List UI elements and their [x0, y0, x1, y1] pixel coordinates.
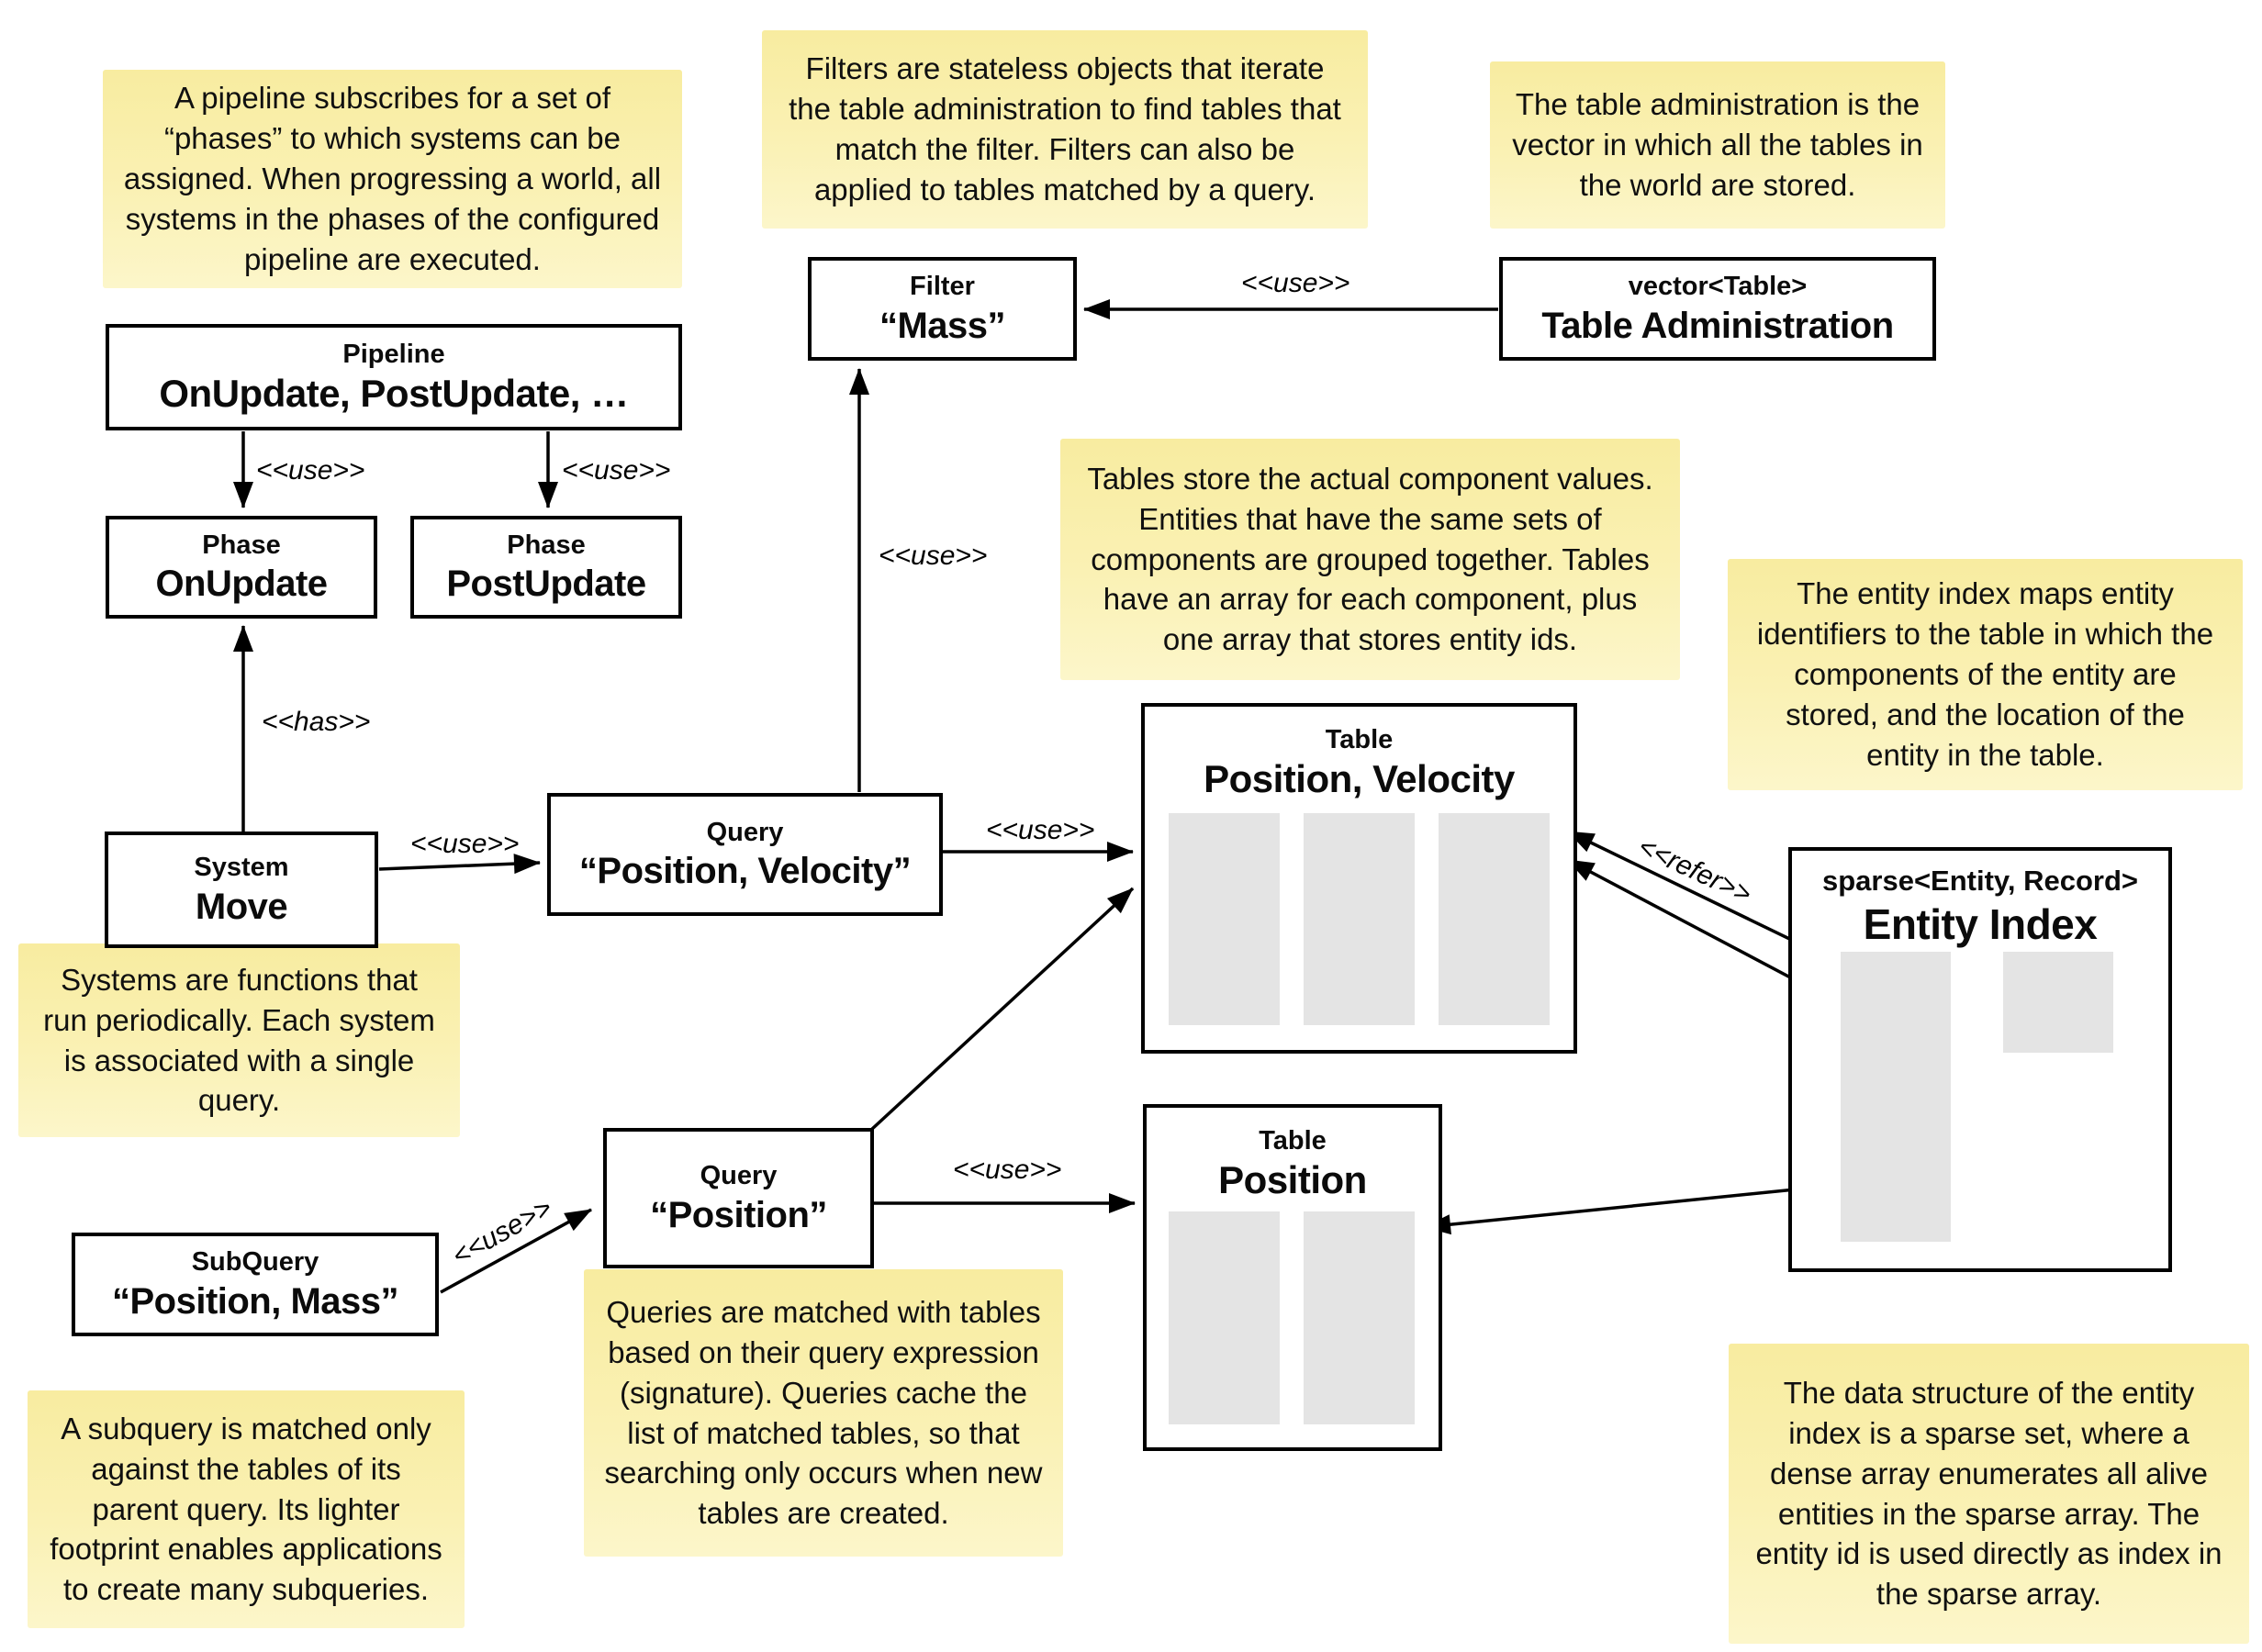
note-sparse-set: The data structure of the entity index i… [1729, 1344, 2249, 1644]
note-sparse-set-text: The data structure of the entity index i… [1755, 1375, 2223, 1612]
edge-label-use-pipeline-onupdate: <<use>> [256, 455, 365, 486]
node-phase-postupdate-stereotype: Phase [507, 530, 586, 560]
note-entity-index: The entity index maps entity identifiers… [1728, 559, 2243, 790]
note-filters: Filters are stateless objects that itera… [762, 30, 1368, 229]
node-phase-onupdate: Phase OnUpdate [106, 516, 377, 619]
node-system-move: System Move [105, 832, 378, 948]
note-tables-text: Tables store the actual component values… [1087, 461, 1653, 657]
note-pipeline: A pipeline subscribes for a set of “phas… [103, 70, 682, 288]
node-pipeline: Pipeline OnUpdate, PostUpdate, … [106, 324, 682, 430]
note-entity-index-text: The entity index maps entity identifiers… [1756, 576, 2214, 772]
edge-label-use-tableadmin-filter: <<use>> [1241, 268, 1350, 298]
edge-label-use-query-tablepv: <<use>> [986, 815, 1095, 845]
edge-label-refer-entityindex-table: <<refer>> [1633, 831, 1756, 910]
node-query-position-velocity-name: “Position, Velocity” [578, 851, 912, 892]
node-query-position-velocity: Query “Position, Velocity” [547, 793, 943, 916]
node-pipeline-name: OnUpdate, PostUpdate, … [159, 371, 629, 415]
note-tables: Tables store the actual component values… [1060, 439, 1680, 680]
note-systems-text: Systems are functions that run periodica… [43, 962, 435, 1118]
sparse-array [1841, 952, 1951, 1242]
node-phase-onupdate-stereotype: Phase [202, 530, 281, 560]
component-array-1 [1169, 813, 1280, 1025]
node-table-position: Table Position [1143, 1104, 1442, 1451]
node-table-administration-stereotype: vector<Table> [1628, 272, 1808, 302]
node-table-position-velocity: Table Position, Velocity [1141, 703, 1577, 1054]
note-queries-text: Queries are matched with tables based on… [604, 1294, 1043, 1531]
node-table-position-velocity-name: Position, Velocity [1204, 757, 1515, 801]
node-query-position-stereotype: Query [700, 1161, 778, 1191]
dense-array [2003, 952, 2113, 1053]
node-entity-index-name: Entity Index [1863, 899, 2098, 948]
note-table-administration-text: The table administration is the vector i… [1512, 87, 1923, 202]
node-filter-mass-name: “Mass” [879, 305, 1006, 346]
edge-label-has-system-phase: <<has>> [262, 707, 371, 737]
edge-label-use-query-tablepos: <<use>> [953, 1155, 1062, 1185]
component-array-1 [1169, 1211, 1280, 1424]
node-filter-mass-stereotype: Filter [910, 272, 975, 302]
node-pipeline-stereotype: Pipeline [342, 339, 445, 369]
node-query-position: Query “Position” [603, 1128, 874, 1268]
node-query-position-velocity-stereotype: Query [706, 817, 784, 847]
component-array-2 [1304, 1211, 1415, 1424]
note-systems: Systems are functions that run periodica… [18, 943, 460, 1137]
node-entity-index-stereotype: sparse<Entity, Record> [1821, 865, 2138, 897]
node-table-position-velocity-stereotype: Table [1325, 725, 1394, 754]
node-system-move-stereotype: System [194, 853, 289, 883]
node-entity-index: sparse<Entity, Record> Entity Index [1788, 847, 2172, 1272]
node-subquery-position-mass-name: “Position, Mass” [111, 1280, 399, 1322]
component-array-3 [1439, 813, 1550, 1025]
node-subquery-position-mass-stereotype: SubQuery [191, 1247, 319, 1278]
edge-label-use-query-filter: <<use>> [879, 541, 988, 571]
note-table-administration: The table administration is the vector i… [1490, 61, 1945, 229]
note-queries: Queries are matched with tables based on… [584, 1269, 1063, 1557]
edge-label-use-subquery-query: <<use>> [447, 1192, 557, 1272]
node-table-administration: vector<Table> Table Administration [1499, 257, 1936, 361]
node-table-position-stereotype: Table [1259, 1126, 1327, 1155]
node-subquery-position-mass: SubQuery “Position, Mass” [72, 1233, 439, 1336]
node-query-position-name: “Position” [650, 1194, 827, 1235]
note-subquery-text: A subquery is matched only against the t… [50, 1411, 442, 1607]
component-array-2 [1304, 813, 1415, 1025]
node-phase-postupdate: Phase PostUpdate [410, 516, 682, 619]
note-filters-text: Filters are stateless objects that itera… [789, 51, 1341, 206]
note-subquery: A subquery is matched only against the t… [28, 1390, 465, 1628]
note-pipeline-text: A pipeline subscribes for a set of “phas… [123, 81, 662, 276]
node-table-position-name: Position [1218, 1158, 1367, 1202]
node-phase-onupdate-name: OnUpdate [155, 564, 328, 605]
node-phase-postupdate-name: PostUpdate [446, 564, 646, 605]
node-system-move-name: Move [195, 886, 288, 927]
edge-label-use-pipeline-postupdate: <<use>> [562, 455, 671, 486]
node-table-administration-name: Table Administration [1541, 305, 1894, 346]
node-filter-mass: Filter “Mass” [808, 257, 1077, 361]
edge-label-use-system-query: <<use>> [410, 829, 520, 859]
